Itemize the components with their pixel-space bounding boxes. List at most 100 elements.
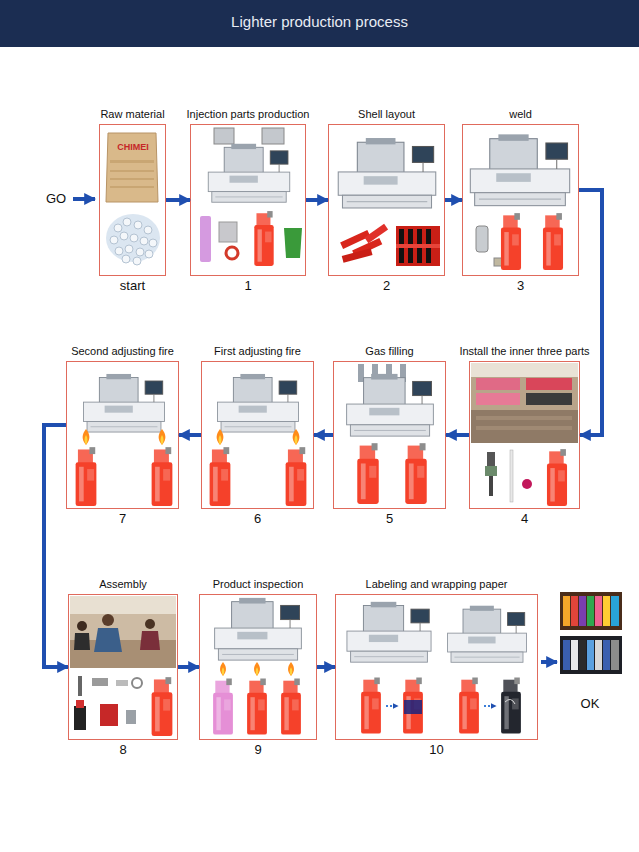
raw-material-bag [110, 170, 154, 172]
assembly-parts [76, 700, 84, 708]
assembly-photo [94, 628, 122, 652]
plastic-pellets [134, 221, 142, 229]
packed-display [595, 640, 602, 670]
assembly-photo [74, 633, 90, 650]
workshop-photo [476, 393, 520, 405]
plastic-pellets [140, 237, 148, 245]
assembly-photo [70, 596, 176, 614]
packed-display [579, 596, 586, 626]
assembly-parts [100, 704, 118, 726]
lit-lighters [76, 447, 97, 506]
plastic-pellets [122, 255, 130, 263]
flow-arrow [317, 665, 335, 669]
step-heading: Shell layout [358, 108, 415, 121]
inner-parts [547, 449, 567, 506]
step-number: 5 [314, 511, 465, 526]
step-number: 1 [171, 278, 325, 293]
labeled-lighters [403, 678, 423, 734]
labeling-machine [347, 602, 431, 662]
step-number: 10 [316, 742, 557, 757]
step-number: 4 [450, 511, 599, 526]
assembly-parts [126, 710, 136, 724]
process-box: Install the inner three parts4 [469, 361, 580, 509]
labeled-lighters [361, 678, 381, 734]
assembly-parts [92, 678, 108, 686]
step-heading: Assembly [99, 578, 147, 591]
labeled-lighters [505, 699, 515, 704]
weld-parts [476, 226, 488, 252]
assembly-parts [74, 706, 86, 730]
adjusting-machine [84, 374, 165, 432]
packed-display [560, 636, 622, 674]
packed-display [563, 640, 570, 670]
assembly-photo [145, 619, 155, 629]
workshop-photo [471, 363, 578, 377]
shell-parts [342, 248, 373, 263]
lit-lighters [152, 447, 173, 506]
assembly-photo [102, 614, 114, 626]
adjusting-machine [218, 374, 299, 432]
packed-display [587, 596, 594, 626]
lit-lighters [159, 429, 166, 445]
assembly-photo [77, 621, 87, 631]
raw-material-bag [110, 160, 154, 163]
injection-machine [208, 144, 289, 202]
packed-display [579, 640, 586, 670]
injection-parts [219, 222, 237, 242]
shell-parts [364, 224, 388, 243]
flow-arrow [446, 433, 469, 437]
plastic-pellets [120, 232, 128, 240]
lit-lighters [217, 429, 224, 445]
adjusting-machine [218, 374, 299, 432]
labeled-lighters [386, 705, 398, 707]
shell-parts [340, 224, 440, 266]
packed-display [563, 596, 570, 626]
process-box: Assembly8 [68, 594, 178, 740]
step-heading: Labeling and wrapping paper [366, 578, 508, 591]
text-label: GO [40, 191, 72, 206]
inspected-lighters [288, 662, 294, 676]
packed-display [595, 596, 602, 626]
packed-display [571, 596, 578, 626]
weld-parts [476, 213, 563, 270]
workshop-photo [476, 416, 572, 420]
plastic-pellets [144, 226, 152, 234]
labeled-lighters [501, 678, 521, 734]
plastic-pellets [145, 250, 153, 258]
flow-arrow [44, 425, 68, 667]
step-heading: Install the inner three parts [459, 345, 589, 358]
step-heading: Second adjusting fire [71, 345, 174, 358]
weld-parts [543, 213, 563, 270]
filled-lighters [405, 443, 426, 504]
plastic-pellets [136, 248, 144, 256]
packed-display [560, 592, 622, 674]
process-box: Gas filling5 [333, 361, 446, 509]
step-heading: Product inspection [213, 578, 304, 591]
step-number: 7 [47, 511, 198, 526]
layout-machine [338, 138, 436, 208]
packed-display [587, 640, 594, 670]
injection-machine [208, 128, 289, 202]
injection-parts [254, 211, 273, 266]
welding-machine [470, 134, 569, 205]
plastic-pellets [149, 239, 157, 247]
assembly-parts [152, 677, 173, 736]
process-box: weld3 [462, 124, 579, 276]
inspected-lighters [220, 662, 226, 676]
inner-parts [489, 476, 493, 496]
step-heading: Gas filling [365, 345, 413, 358]
step-number: start [80, 278, 185, 293]
flow-arrow [179, 433, 201, 437]
gas-filling-machine [347, 364, 434, 436]
flow-arrow [445, 198, 462, 202]
labeled-lighters [404, 700, 422, 714]
inspection-machine [215, 598, 302, 660]
inspected-lighters [213, 662, 301, 735]
assembly-photo [140, 631, 160, 650]
step-heading: First adjusting fire [214, 345, 301, 358]
plastic-pellets [106, 214, 160, 265]
welding-machine [470, 134, 569, 205]
plastic-pellets [125, 245, 133, 253]
assembly-photo [70, 596, 176, 668]
